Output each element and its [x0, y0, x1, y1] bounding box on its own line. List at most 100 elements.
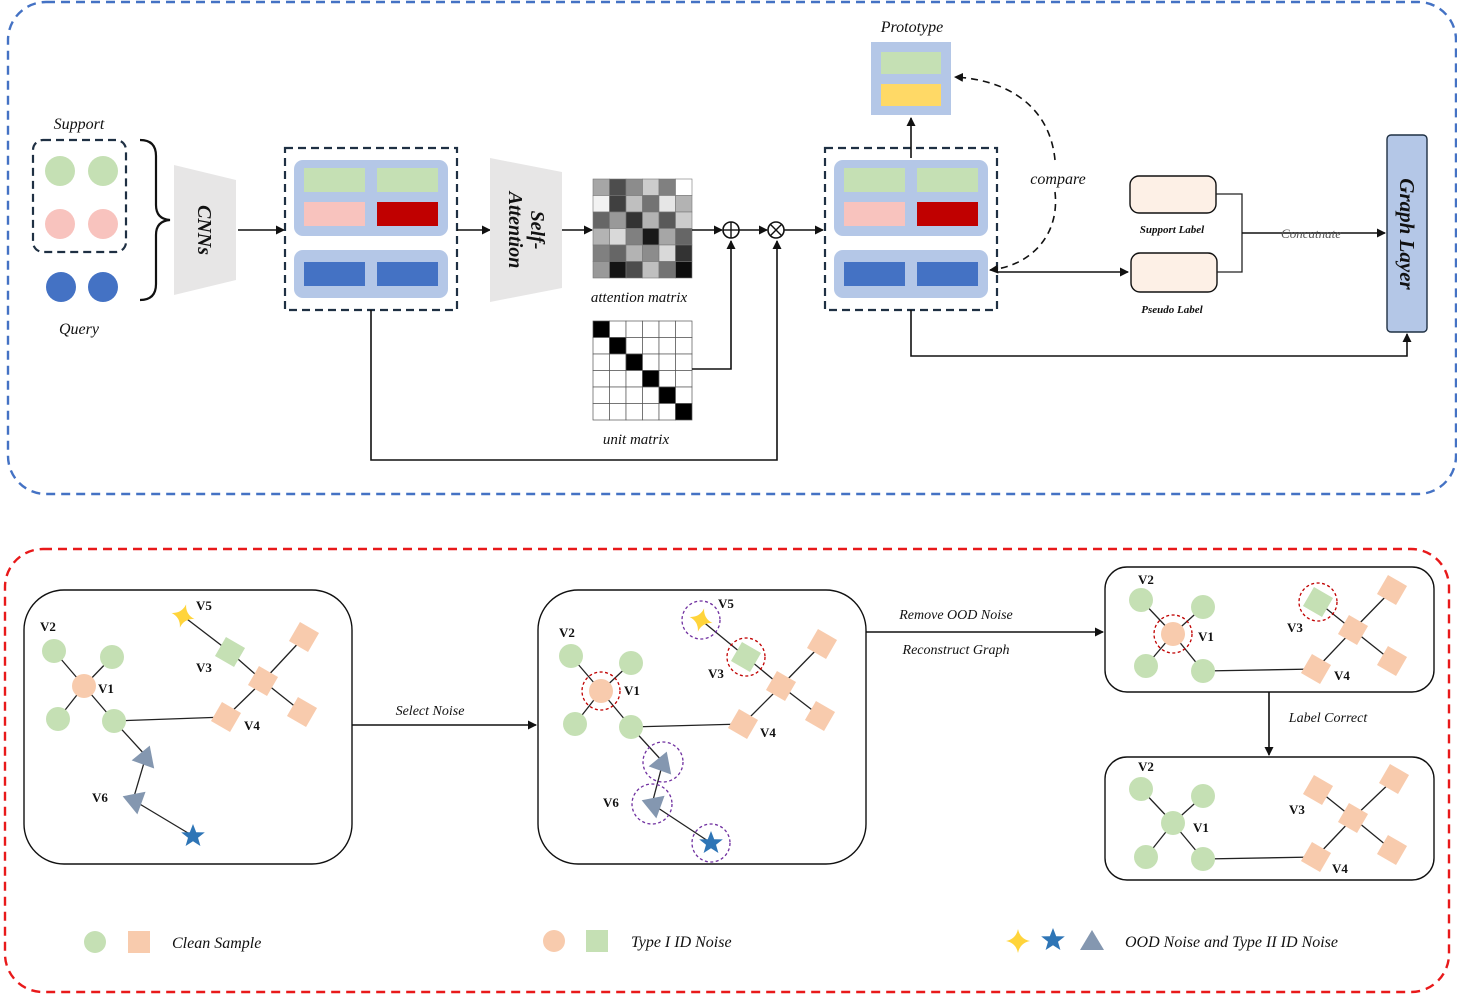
unit-cell — [642, 386, 660, 404]
node-v4-label: V4 — [1332, 861, 1348, 876]
unit-cell — [675, 337, 693, 355]
node-v4-label: V4 — [1334, 668, 1350, 683]
self-attention-block: Self- Attention — [490, 158, 562, 302]
graph-reconstructed: V2 V1 V3 V4 — [1104, 566, 1435, 693]
attention-cell — [658, 244, 676, 262]
legend-clean-square — [128, 931, 150, 953]
node-v2-label: V2 — [1138, 759, 1154, 774]
graph-layer-block: Graph Layer — [1386, 134, 1428, 333]
concatenate-bracket — [1216, 193, 1243, 273]
node-v2-label: V2 — [40, 619, 56, 634]
attention-cell — [592, 178, 610, 196]
node-v5-label: V5 — [718, 596, 734, 611]
unit-cell — [658, 370, 676, 388]
legend-ood-star5 — [1041, 928, 1065, 950]
noise-marker-v5 — [681, 600, 721, 640]
unit-cell — [658, 353, 676, 371]
attention-cell — [609, 228, 627, 246]
compare-arc-lower — [989, 191, 1057, 274]
unit-matrix-label: unit matrix — [603, 432, 670, 448]
attention-cell — [658, 178, 676, 196]
bottom-section: V2 V1 V3 V4 V5 V6 Select Noise — [3, 547, 1451, 994]
legend-type1-square — [586, 930, 608, 952]
times-operator — [767, 221, 785, 239]
attention-cell — [625, 211, 643, 229]
legend-clean-circle — [84, 931, 106, 953]
attention-cell — [675, 261, 693, 279]
attention-cell — [642, 244, 660, 262]
attention-cell — [642, 195, 660, 213]
unit-matrix — [592, 320, 693, 421]
attention-cell — [592, 211, 610, 229]
node-v6 — [122, 791, 146, 815]
attention-cell — [592, 244, 610, 262]
legend-ood-triangle — [1080, 930, 1104, 950]
graph-corrected: V2 V1 V3 V4 — [1104, 756, 1435, 881]
unit-cell — [675, 320, 693, 338]
support-sample-green — [45, 156, 75, 186]
reconstruct-label: Reconstruct Graph — [902, 643, 1010, 658]
unit-cell — [625, 337, 643, 355]
attention-cell — [609, 178, 627, 196]
select-noise-label: Select Noise — [396, 704, 465, 719]
plus-operator — [722, 221, 740, 239]
attention-cell — [625, 228, 643, 246]
unit-cell — [592, 370, 610, 388]
attention-cell — [625, 261, 643, 279]
attention-cell — [609, 195, 627, 213]
attention-cell — [658, 195, 676, 213]
unit-cell — [625, 353, 643, 371]
feature-panel-initial — [283, 146, 459, 312]
node-v1-label: V1 — [98, 681, 114, 696]
query-sample — [88, 272, 118, 302]
node-v4 — [210, 701, 242, 733]
feature-panel-refined — [823, 146, 999, 312]
attention-matrix — [592, 178, 693, 279]
cnn-label: CNNs — [193, 205, 215, 255]
noise-marker-v1 — [581, 671, 621, 711]
unit-cell — [609, 337, 627, 355]
support-label-text: Support Label — [1140, 224, 1205, 236]
noise-marker-v6 — [631, 783, 673, 825]
graph-original: V2 V1 V3 V4 V5 V6 — [23, 589, 353, 865]
compare-label: compare — [1030, 171, 1085, 188]
unit-cell — [609, 320, 627, 338]
unit-cell — [642, 403, 660, 421]
pseudo-label-box — [1130, 252, 1218, 293]
attention-cell — [592, 195, 610, 213]
noise-marker-v3 — [726, 637, 766, 677]
attention-cell — [642, 261, 660, 279]
legend-ood-star4 — [1006, 929, 1030, 953]
bottom-dashed-border — [3, 547, 1451, 994]
unit-cell — [642, 370, 660, 388]
support-label-box — [1129, 175, 1217, 214]
support-query-input: Support Query — [31, 116, 171, 338]
self-attention-label-1: Self- — [526, 211, 548, 250]
attention-cell — [609, 244, 627, 262]
node-v3-label: V3 — [1289, 802, 1305, 817]
attention-cell — [592, 261, 610, 279]
attention-cell — [642, 178, 660, 196]
arrow-residual-to-times — [370, 240, 782, 461]
unit-cell — [675, 353, 693, 371]
node-v1-label: V1 — [624, 683, 640, 698]
unit-cell — [625, 386, 643, 404]
node-v3-label: V3 — [708, 666, 724, 681]
node-v2 — [42, 639, 66, 663]
unit-cell — [609, 370, 627, 388]
unit-cell — [658, 320, 676, 338]
prototype-box — [871, 42, 951, 115]
attention-cell — [609, 211, 627, 229]
node-v1 — [72, 674, 96, 698]
legend-ood-label: OOD Noise and Type II ID Noise — [1125, 934, 1338, 951]
unit-cell — [592, 337, 610, 355]
attention-cell — [592, 228, 610, 246]
input-brace — [139, 138, 171, 302]
node-v6-label: V6 — [603, 795, 619, 810]
legend-clean-label: Clean Sample — [172, 935, 261, 952]
compare-arc-upper — [954, 72, 1056, 161]
attention-cell — [658, 228, 676, 246]
unit-cell — [675, 403, 693, 421]
node-v3 — [214, 636, 246, 668]
